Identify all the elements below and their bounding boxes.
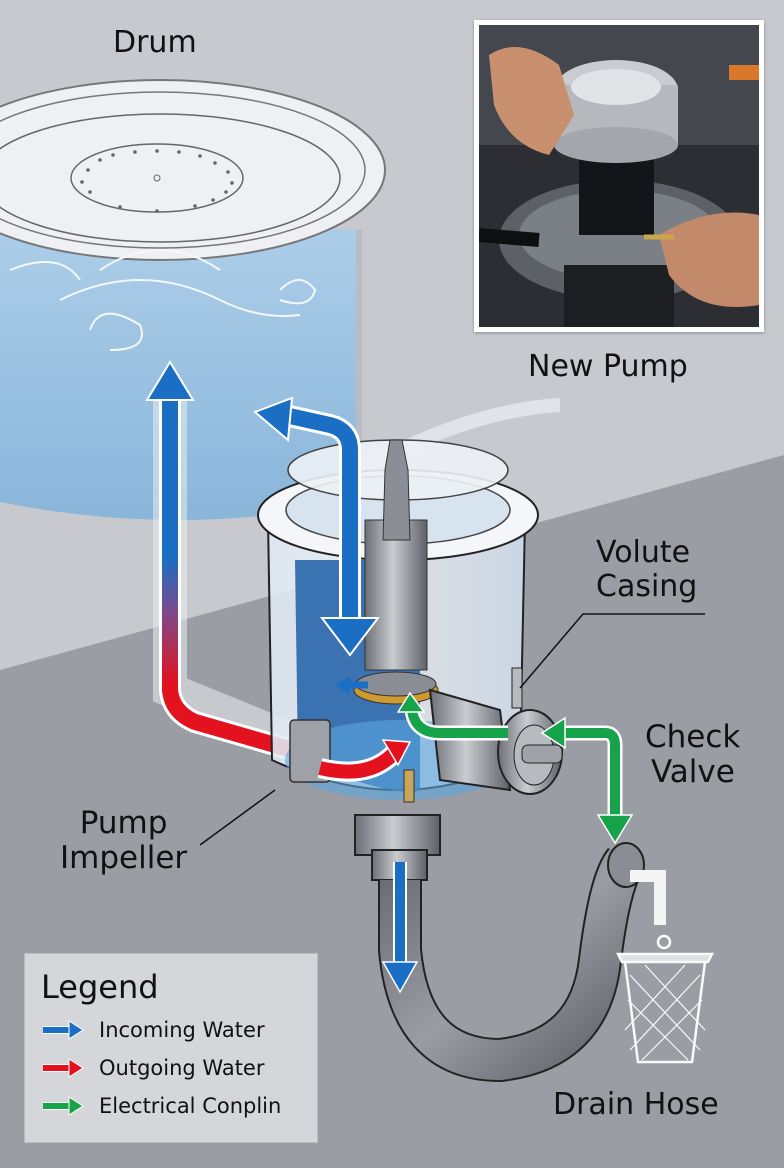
pump-impeller-leader [199, 789, 276, 846]
volute-casing-leader [519, 613, 705, 689]
legend-item-label: Incoming Water [99, 1018, 265, 1042]
legend-item-outgoing-water: Outgoing Water [41, 1056, 264, 1080]
drum-holes [80, 149, 234, 213]
legend-item-incoming-water: Incoming Water [41, 1018, 265, 1042]
volute-casing-label-line2: Casing [596, 568, 698, 604]
outgoing-water-arrow [317, 739, 412, 782]
electrical-coupling-arrows [396, 691, 634, 845]
trash-basket-icon [615, 934, 715, 1064]
arrow-right-icon [43, 1096, 84, 1116]
arrow-right-icon [43, 1058, 84, 1078]
check-valve-label-line1: Check [645, 719, 741, 755]
drum [0, 79, 386, 530]
legend-item-label: Electrical Conplin [99, 1094, 282, 1118]
check-valve-label-line2: Valve [651, 753, 735, 790]
photo-inset-icon [479, 25, 759, 327]
incoming-water-arrows [253, 396, 419, 994]
pump-impeller-label-line1: Pump [79, 805, 168, 841]
new-pump-label: New Pump [528, 349, 688, 384]
pump-impeller-label: Pump Impeller [60, 806, 187, 875]
check-valve-label: Check Valve [645, 720, 740, 789]
volute-casing-label: Volute Casing [596, 536, 697, 603]
drain-hose-label: Drain Hose [553, 1087, 719, 1122]
arrow-right-icon [43, 1020, 84, 1040]
new-pump-photo [479, 25, 759, 327]
new-pump-photo-frame [474, 20, 764, 332]
legend-item-label: Outgoing Water [99, 1056, 265, 1080]
drum-label: Drum [113, 25, 197, 60]
pump-impeller-label-line2: Impeller [60, 839, 188, 876]
volute-casing-label-line1: Volute [596, 535, 691, 570]
legend-title: Legend [41, 968, 159, 1006]
return-flow-arrow [145, 360, 314, 766]
legend: Legend Incoming Water Outgoing Water Ele… [24, 953, 318, 1143]
drain-hose-shape [378, 842, 666, 1083]
legend-item-electrical-coupling: Electrical Conplin [41, 1094, 281, 1118]
